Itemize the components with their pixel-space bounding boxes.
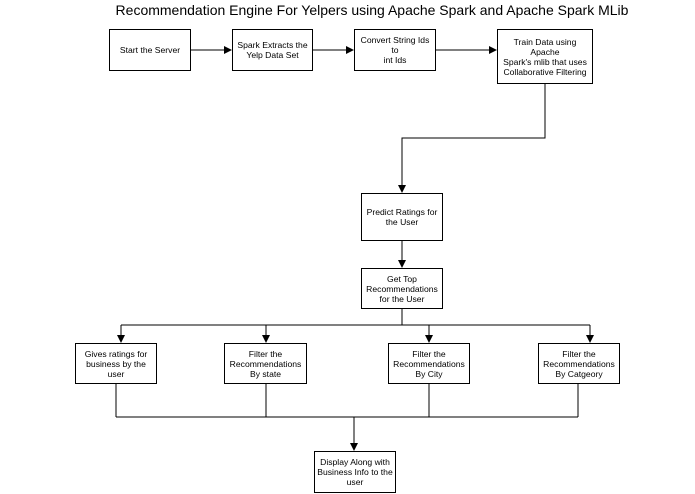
node-convert-ids: Convert String Ids to int Ids: [354, 29, 436, 71]
arrow-train-to-predict: [398, 84, 546, 193]
node-label: Spark Extracts the Yelp Data Set: [237, 40, 308, 60]
node-label: Get Top Recommendations for the User: [366, 273, 438, 304]
node-label: Filter the Recommendations By Catgeory: [543, 348, 615, 379]
node-display: Display Along with Business Info to the …: [314, 451, 396, 493]
node-label: Filter the Recommendations By state: [229, 348, 302, 379]
node-label: Predict Ratings for the User: [366, 207, 438, 227]
node-filter-city: Filter the Recommendations By City: [388, 343, 470, 384]
node-filter-state: Filter the Recommendations By state: [224, 343, 307, 384]
node-predict-ratings: Predict Ratings for the User: [361, 193, 443, 241]
node-spark-extracts: Spark Extracts the Yelp Data Set: [232, 29, 313, 71]
node-train-data: Train Data using Apache Spark's mlib tha…: [497, 29, 593, 84]
node-label: Gives ratings for business by the user: [84, 348, 148, 379]
node-label: Train Data using Apache Spark's mlib tha…: [503, 36, 587, 77]
node-start-server: Start the Server: [109, 29, 191, 71]
node-label: Filter the Recommendations By City: [393, 348, 465, 379]
node-label: Display Along with Business Info to the …: [317, 457, 393, 487]
node-label: Convert String Ids to int Ids: [360, 35, 430, 65]
diagram-title: Recommendation Engine For Yelpers using …: [115, 2, 629, 18]
node-gives-ratings: Gives ratings for business by the user: [75, 343, 157, 384]
node-label: Start the Server: [119, 45, 181, 55]
node-top-recommendations: Get Top Recommendations for the User: [361, 268, 443, 309]
node-filter-category: Filter the Recommendations By Catgeory: [538, 343, 620, 384]
